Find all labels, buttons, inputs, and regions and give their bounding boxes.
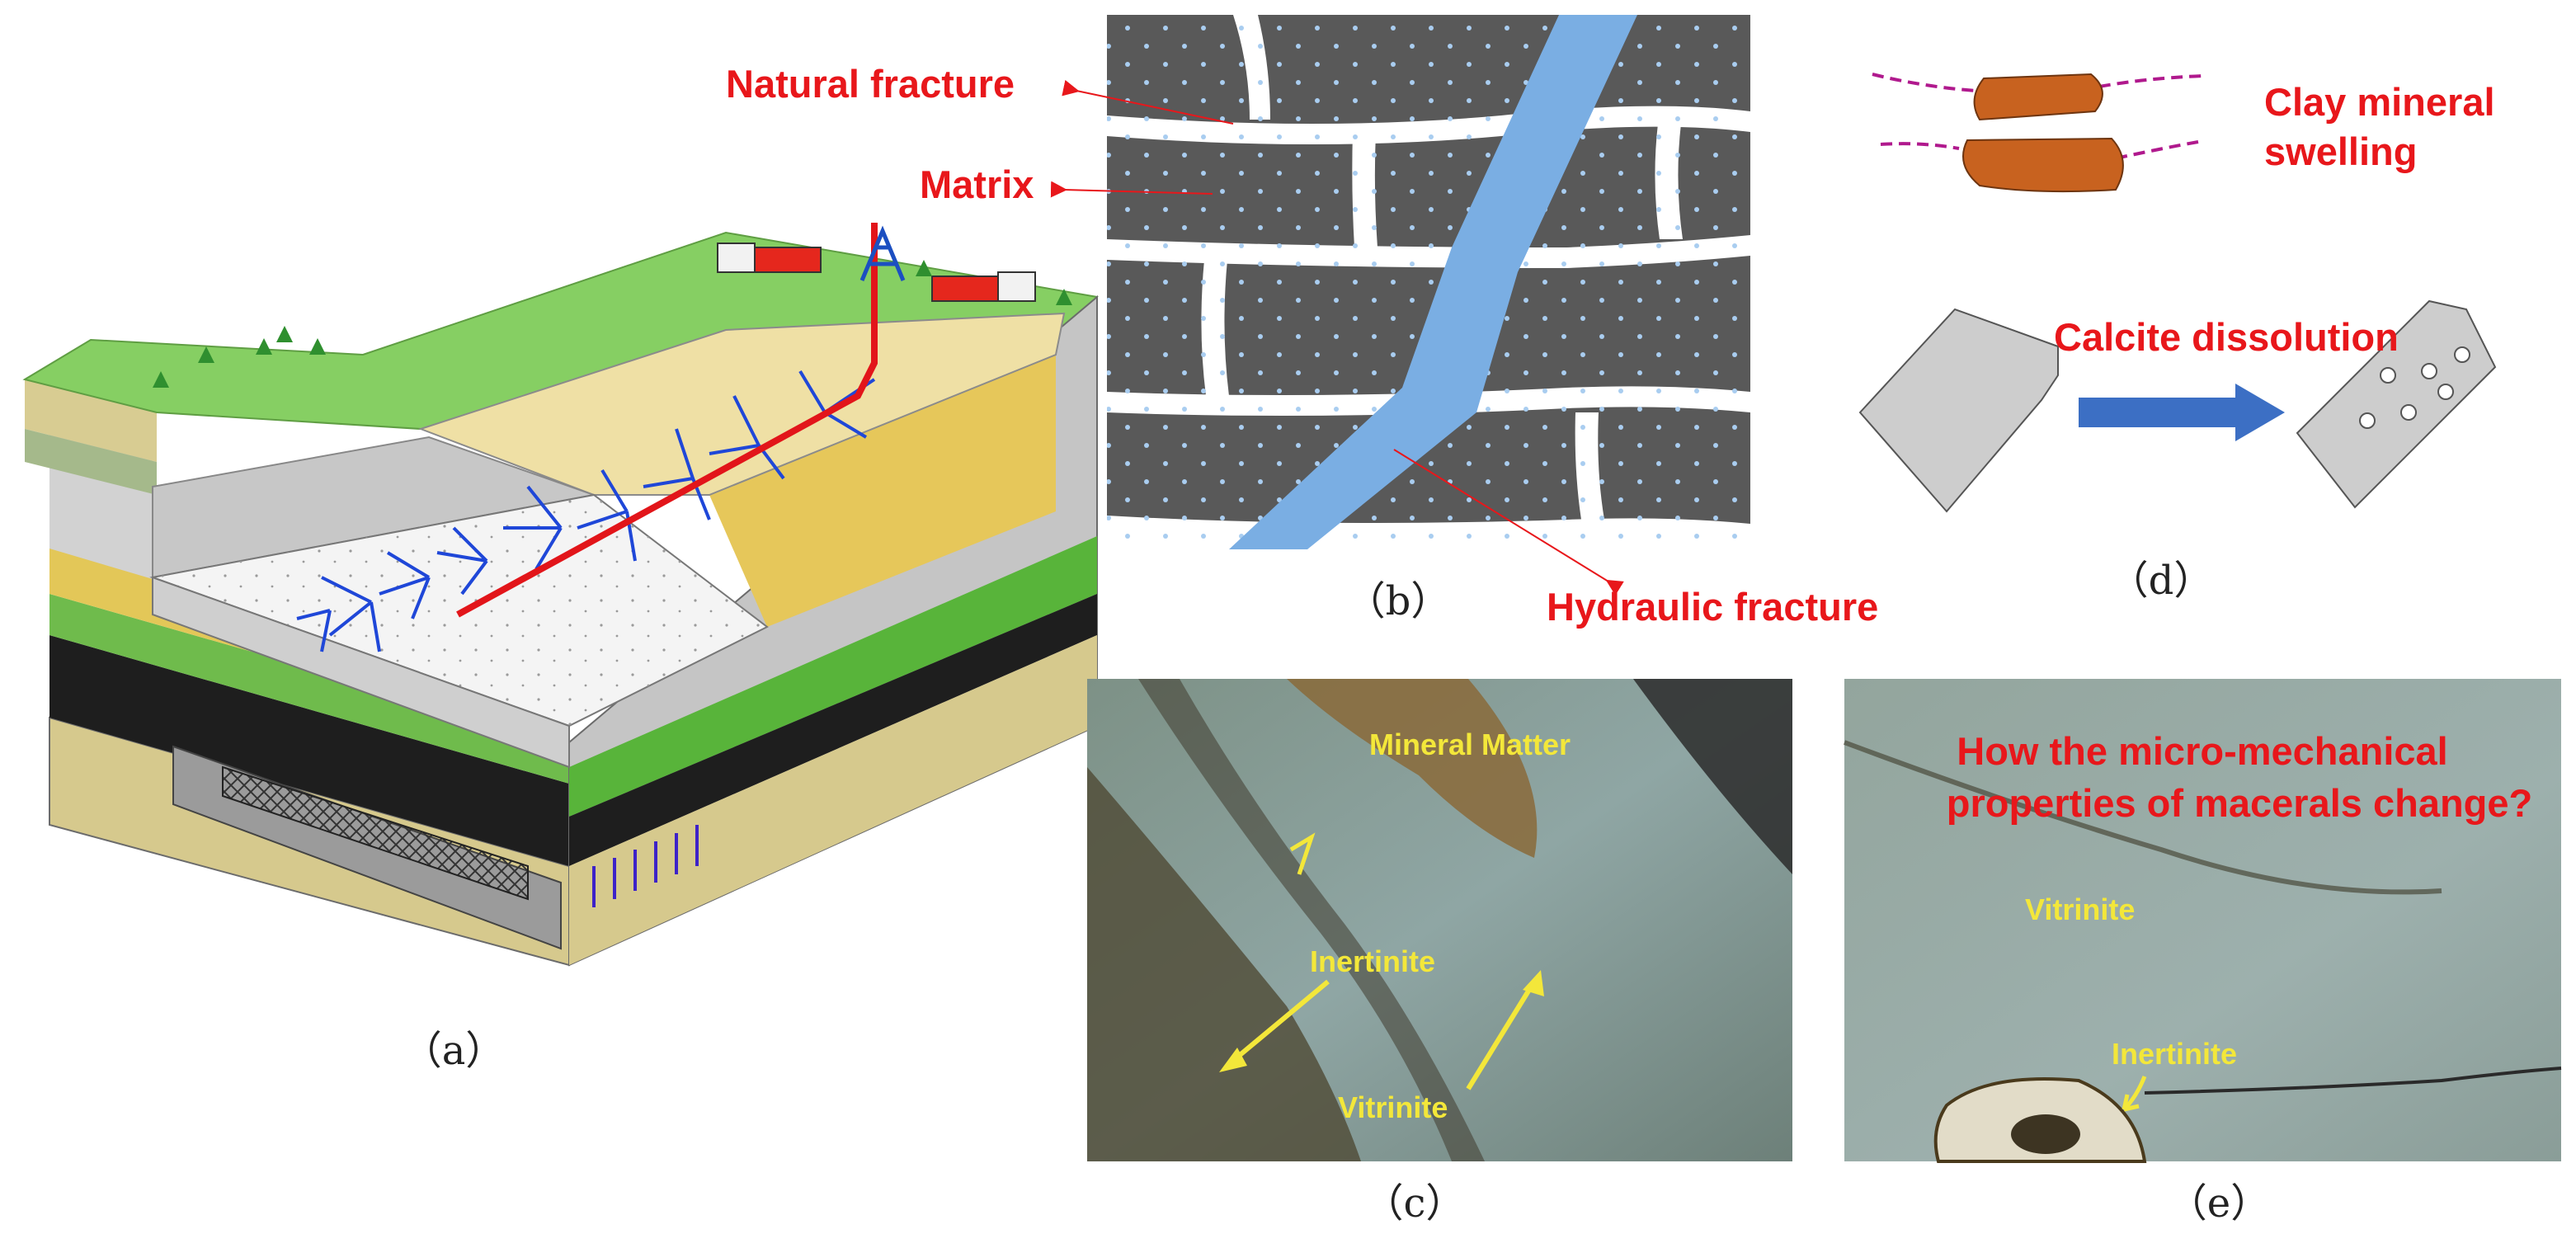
label-inertinite-e: Inertinite [2112,1037,2237,1071]
label-question-line1: How the micro-mechanical [1957,729,2448,773]
dark-corner-right [1633,679,1792,874]
clay-boundary-bottom [1880,140,2199,160]
horizontal-well [456,223,878,618]
panel-d-caption: （d） [2109,558,2214,604]
speckled-layer-edge [152,576,570,769]
inertinite-pointer [1289,832,1316,875]
label-matrix: Matrix [920,162,1034,206]
label-calcite-dissolution: Calcite dissolution [2054,315,2399,359]
panel-b-fracture-diagram [1050,15,1750,596]
calcite-crystal-dissolved [2296,299,2497,509]
drilling-rig [859,225,906,281]
label-question-line2: properties of macerals change? [1947,781,2532,825]
trees [153,260,1072,388]
matrix-leader [1050,181,1213,198]
stratum-tan-front [25,379,157,462]
panel-a-caption: （a） [403,1028,506,1074]
stratum-right-black [569,594,1097,866]
inertinite-pointer-e [2122,1076,2147,1112]
natural-fracture-leader [1062,79,1234,125]
micro-crack-lower [2144,1067,2562,1095]
label-vitrinite-e: Vitrinite [2025,892,2135,926]
clay-particle-top [1973,73,2103,121]
panel-e-micrograph [1843,679,2562,1163]
mineral-matter-region [1287,679,1538,858]
panel-a-reservoir-block [22,223,1099,967]
hydraulic-fracture-leader [1393,449,1624,596]
label-vitrinite-c: Vitrinite [1338,1090,1448,1124]
label-hydraulic-fracture: Hydraulic fracture [1547,585,1878,629]
panel-e-caption: （e） [2168,1180,2270,1227]
label-natural-fracture: Natural fracture [726,62,1015,106]
blue-bolts [592,825,699,907]
dissolution-arrow [2079,384,2285,441]
cutaway-gold-floor [709,355,1056,627]
stratum-olive-front [25,429,157,495]
panel-c-micrograph [1087,679,1792,1161]
inertinite-core [2011,1114,2080,1154]
dark-streak [1138,679,1485,1161]
hydraulic-fracture [1229,15,1637,549]
truck-right [931,271,1036,302]
vitrinite-arrow-left-head [1219,1048,1247,1072]
stratum-right-green [569,536,1097,817]
calcite-crystal-intact [1858,308,2059,513]
vitrinite-arrow-left [1227,979,1330,1067]
truck-left [717,243,822,273]
label-inertinite-c: Inertinite [1310,944,1435,978]
clay-particle-bottom [1962,137,2124,193]
clay-boundary-top [1872,73,2203,92]
panel-c-caption: （c） [1364,1180,1466,1227]
micro-crack-upper [1843,740,2442,895]
stratum-green-front [49,594,569,784]
vitrinite-arrow-right-head [1523,970,1544,996]
stratum-black [49,635,569,866]
panel-d-mineral-reactions [1858,73,2497,513]
panel-b-caption: （b） [1346,578,1451,624]
dark-band-left [1087,767,1361,1161]
label-clay-line2: swelling [2264,130,2417,173]
mesh-tube [222,765,529,901]
stratum-right-tan [569,635,1097,965]
label-mineral-matter: Mineral Matter [1369,728,1571,761]
matrix-pore-dots [1107,15,1750,549]
vitrinite-arrow-right [1466,980,1537,1090]
dissolution-pores [2359,346,2470,429]
label-clay-line1: Clay mineral [2264,80,2495,124]
